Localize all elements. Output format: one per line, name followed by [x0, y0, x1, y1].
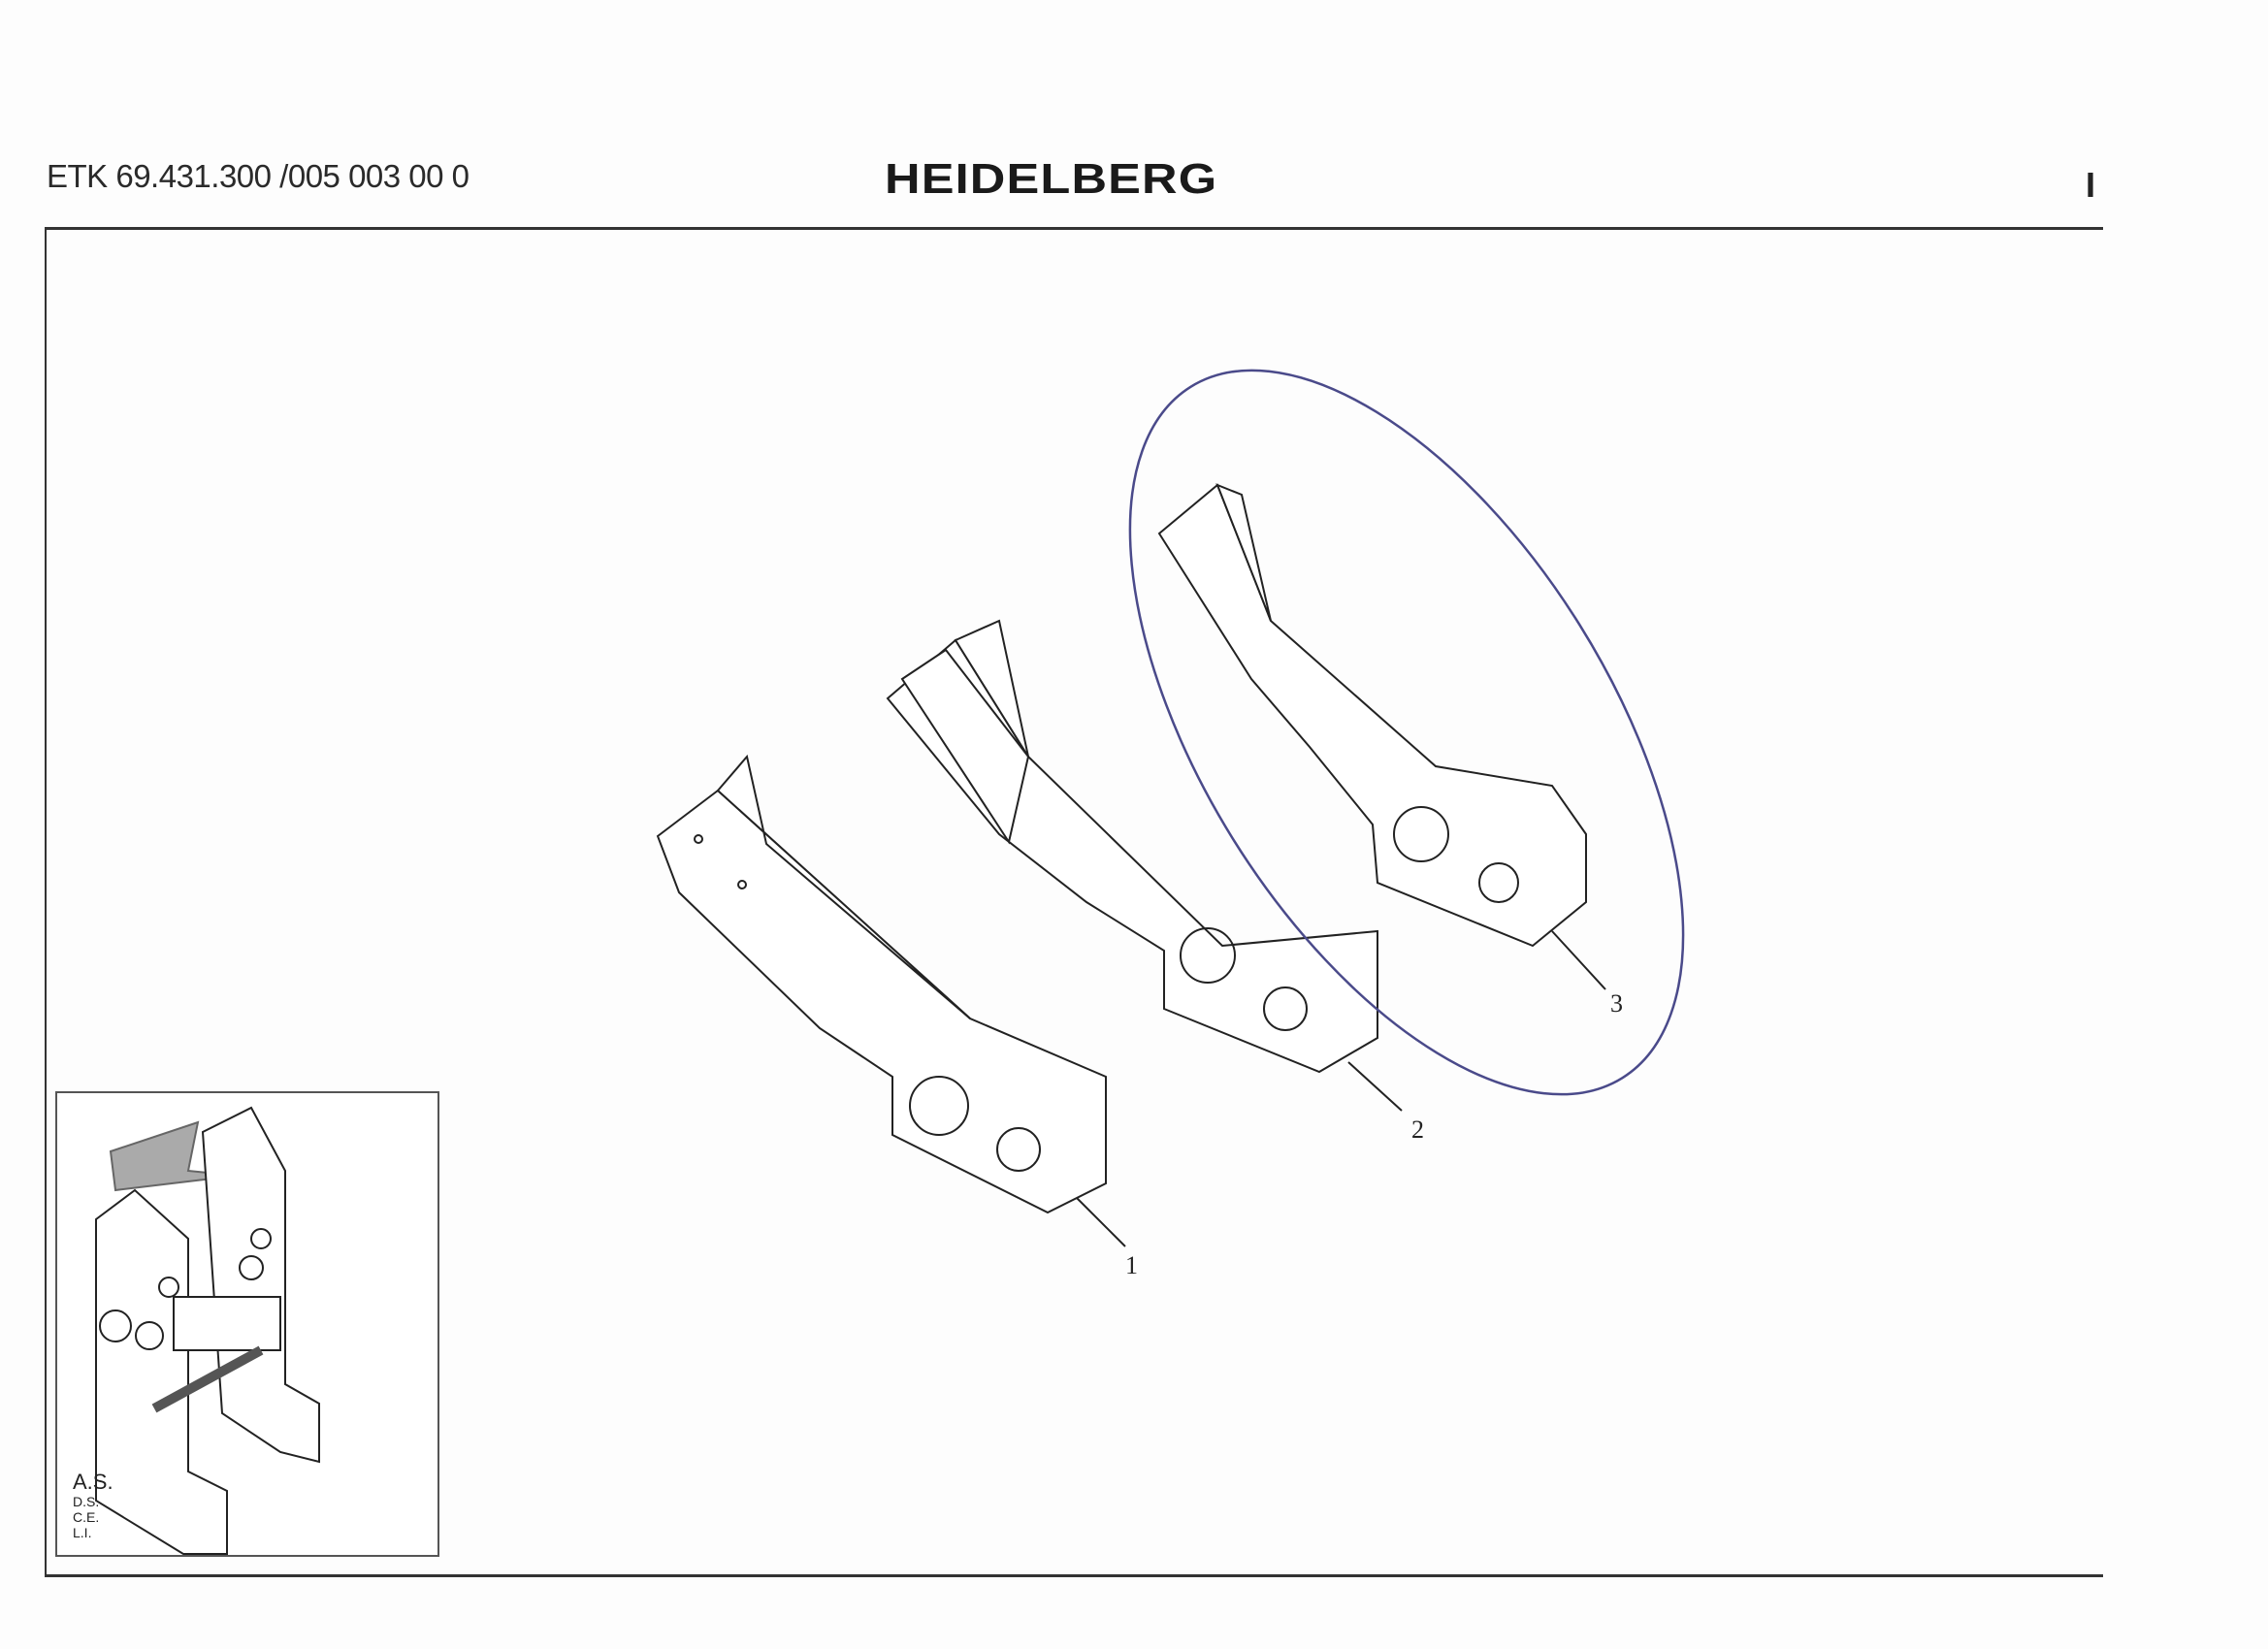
part-2-lever: [886, 619, 1403, 1112]
callout-1: 1: [1125, 1251, 1138, 1279]
heidelberg-logo: HEIDELBERG: [885, 155, 1218, 203]
document-id: ETK 69.431.300 /005 003 00 0: [47, 158, 470, 194]
callout-2: 2: [1411, 1116, 1424, 1144]
part-3-lever: [1157, 483, 1606, 990]
drawing-frame: [45, 227, 2103, 1577]
part-1-lever: [656, 754, 1126, 1247]
handwritten-circle-annotation: [1128, 369, 1685, 1096]
side-label-li: L.I.: [73, 1525, 92, 1540]
callout-3: 3: [1610, 989, 1623, 1018]
side-label-ce: C.E.: [73, 1509, 100, 1525]
side-label-as: A.S.: [73, 1470, 113, 1494]
side-label-ds: D.S.: [73, 1494, 100, 1509]
location-inset: A.S. D.S. C.E. L.I.: [55, 1091, 439, 1557]
machine-frame-illustration: [95, 1106, 320, 1555]
edge-mark: I: [2086, 165, 2096, 205]
